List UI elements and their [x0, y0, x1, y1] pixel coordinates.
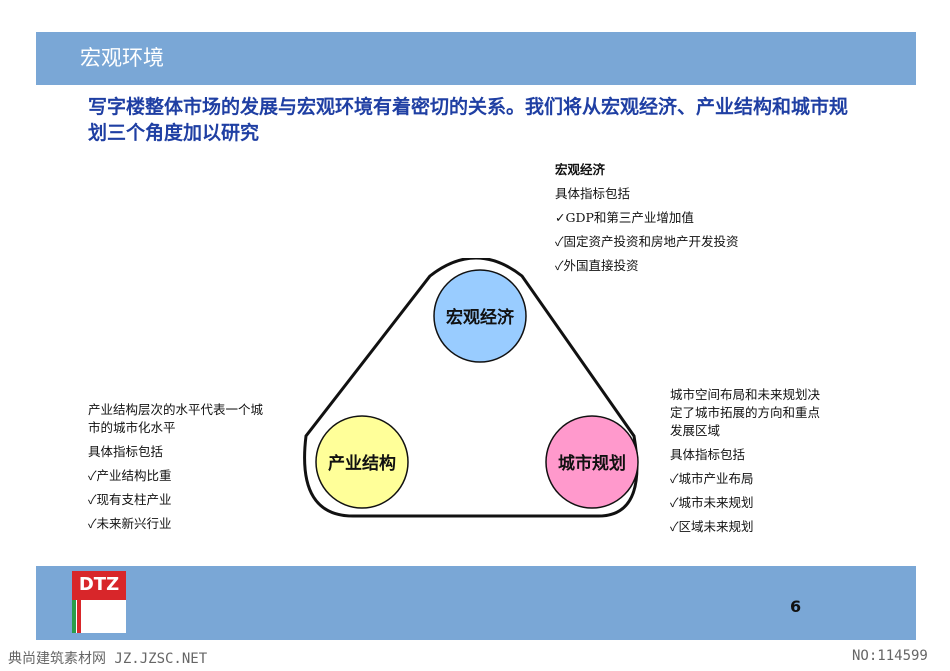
block-desc: 发展区域 — [670, 423, 721, 438]
city-planning-label: 城市规划 — [558, 453, 626, 474]
page-title: 宏观环境 — [80, 46, 164, 70]
watermark-left: 典尚建筑素材网 JZ.JZSC.NET — [8, 651, 208, 667]
logo-red-block — [72, 571, 126, 600]
rounded-triangle-outline — [303, 256, 639, 518]
industry-structure-block: 产业结构层次的水平代表一个城 市的城市化水平 具体指标包括 ✓产业结构比重 ✓现… — [88, 402, 263, 540]
block-intro: 具体指标包括 — [555, 186, 631, 201]
block-desc: 市的城市化水平 — [88, 420, 176, 435]
watermark-right: NO:114599 — [852, 648, 928, 664]
block-intro: 具体指标包括 — [670, 447, 746, 462]
list-item: ✓未来新兴行业 — [88, 516, 172, 531]
dtz-logo: DTZ — [72, 571, 126, 633]
block-desc: 定了城市拓展的方向和重点 — [670, 405, 821, 420]
city-planning-block: 城市空间布局和未来规划决 定了城市拓展的方向和重点 发展区域 具体指标包括 ✓城… — [670, 387, 820, 543]
logo-green-stripe — [72, 600, 76, 633]
block-desc: 城市空间布局和未来规划决 — [670, 387, 821, 402]
list-item: ✓城市未来规划 — [670, 495, 754, 510]
block-intro: 具体指标包括 — [88, 444, 164, 459]
triangle-diagram: 宏观经济 产业结构 城市规划 — [296, 256, 646, 527]
block-title: 宏观经济 — [555, 162, 606, 177]
list-item: ✓产业结构比重 — [88, 468, 172, 483]
triangle-diagram-svg: 宏观经济 产业结构 城市规划 — [303, 256, 639, 518]
block-desc: 产业结构层次的水平代表一个城 — [88, 402, 264, 417]
footer-bar — [36, 566, 916, 640]
list-item: ✓现有支柱产业 — [88, 492, 172, 507]
page-number: 6 — [790, 597, 802, 616]
macro-economy-circle — [433, 269, 527, 363]
logo-red-stripe — [77, 600, 81, 633]
list-item: ✓GDP和第三产业增加值 — [555, 210, 694, 225]
industry-structure-label: 产业结构 — [328, 453, 396, 474]
macro-economy-block: 宏观经济 具体指标包括 ✓GDP和第三产业增加值 ✓固定资产投资和房地产开发投资… — [555, 162, 739, 282]
list-item: ✓城市产业布局 — [670, 471, 754, 486]
list-item: ✓固定资产投资和房地产开发投资 — [555, 234, 739, 249]
industry-structure-circle — [315, 415, 409, 509]
city-planning-circle — [545, 415, 639, 509]
header-bar — [36, 32, 916, 85]
intro-text: 写字楼整体市场的发展与宏观环境有着密切的关系。我们将从宏观经济、产业结构和城市规… — [88, 96, 849, 144]
logo-text: DTZ — [78, 574, 120, 595]
list-item: ✓外国直接投资 — [555, 258, 639, 273]
list-item: ✓区域未来规划 — [670, 519, 754, 534]
macro-economy-label: 宏观经济 — [446, 307, 515, 328]
